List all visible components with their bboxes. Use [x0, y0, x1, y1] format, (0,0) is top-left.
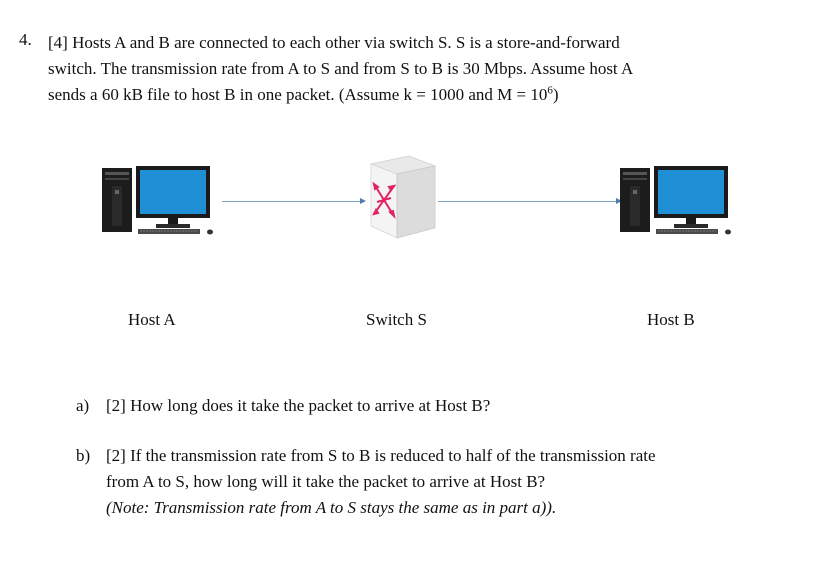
- link-switch-to-b: [438, 201, 618, 202]
- question-line-2: switch. The transmission rate from A to …: [48, 59, 634, 78]
- part-b-text-1: [2] If the transmission rate from S to B…: [106, 446, 656, 465]
- part-b-note: (Note: Transmission rate from A to S sta…: [106, 498, 557, 517]
- part-a-text: [2] How long does it take the packet to …: [106, 396, 491, 415]
- link-a-to-switch: [222, 201, 362, 202]
- host-a-computer-icon: [102, 166, 213, 235]
- m-equation: M = 106: [497, 85, 553, 104]
- question-number: 4.: [19, 30, 32, 49]
- link-b-arrowhead: [616, 198, 622, 204]
- question-line-1: [4] Hosts A and B are connected to each …: [48, 33, 620, 52]
- network-diagram: [0, 140, 815, 340]
- part-a-label: a): [76, 396, 90, 415]
- switch-icon: [369, 155, 437, 239]
- question-line-3-start: sends a 60 kB file to host B in one pack…: [48, 85, 404, 104]
- host-b-computer-icon: [620, 166, 731, 235]
- m-equation-base: M = 10: [497, 85, 548, 104]
- part-a: a) [2] How long does it take the packet t…: [76, 393, 776, 419]
- part-b: b) [2] If the transmission rate from S to…: [76, 443, 776, 521]
- part-b-label: b): [76, 446, 91, 465]
- m-exponent: 6: [547, 84, 553, 97]
- question-line-3-end: ): [552, 85, 559, 104]
- link-a-arrowhead: [360, 198, 366, 204]
- part-b-line-2: from A to S, how long will it take the p…: [106, 472, 546, 491]
- part-b-line-1: b) [2] If the transmission rate from S to…: [76, 443, 776, 469]
- k-equation: k = 1000: [403, 85, 465, 104]
- and-word: and: [464, 85, 498, 104]
- switch-label: Switch S: [366, 310, 427, 329]
- host-b-label: Host B: [647, 310, 695, 329]
- question-line-3: sends a 60 kB file to host B in one pack…: [48, 82, 778, 108]
- host-a-label: Host A: [128, 310, 176, 329]
- question-text: [4] Hosts A and B are connected to each …: [48, 30, 778, 108]
